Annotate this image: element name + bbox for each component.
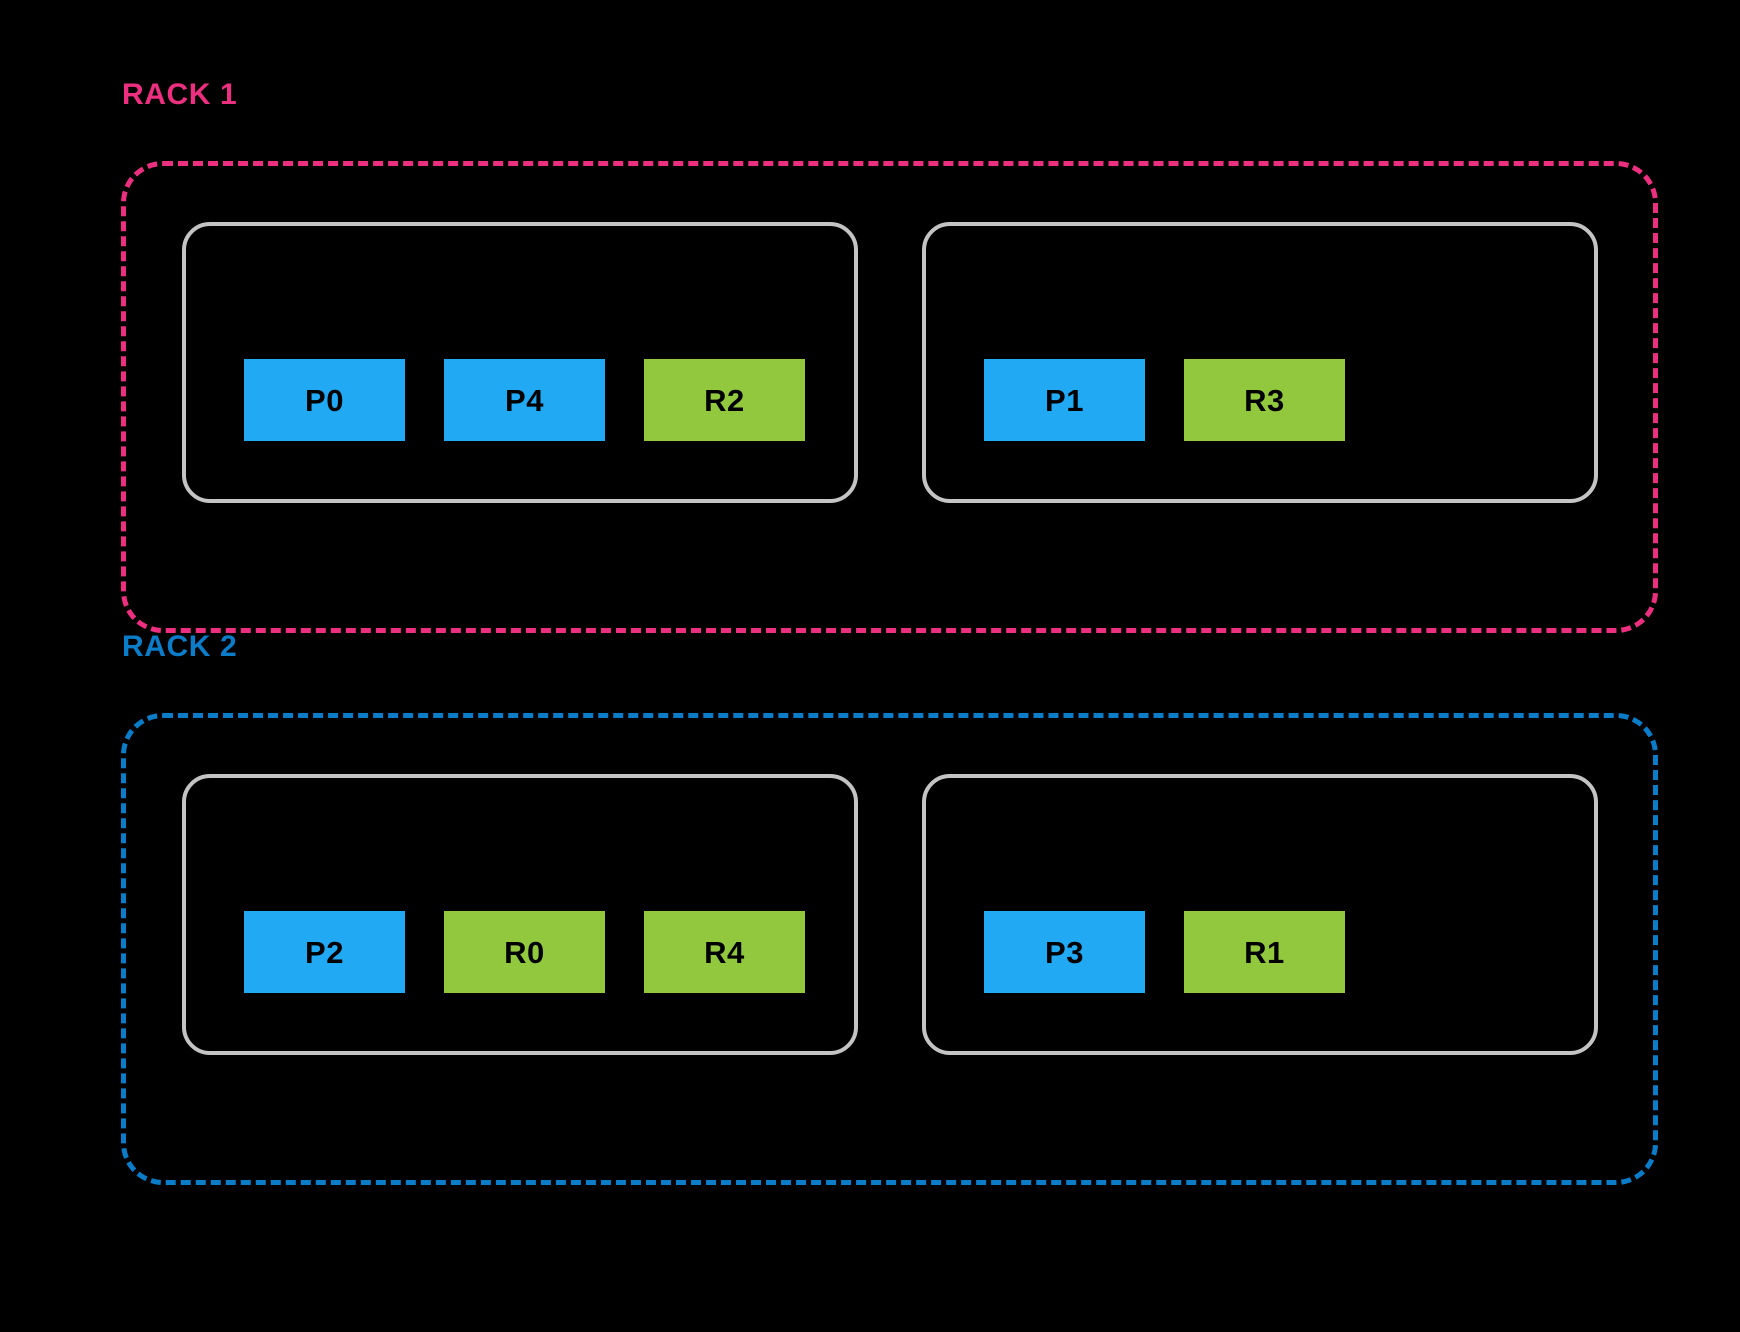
rack-2-label: RACK 2	[122, 630, 238, 663]
chip-r3[interactable]: R3	[1184, 359, 1345, 441]
chip-p4[interactable]: P4	[444, 359, 605, 441]
chip-p3[interactable]: P3	[984, 911, 1145, 993]
chip-p2[interactable]: P2	[244, 911, 405, 993]
rack-2-node-a: P2 R0 R4	[182, 774, 858, 1055]
rack-2-node-b-chip-row: P3 R1	[984, 911, 1345, 993]
rack-1-node-b-chip-row: P1 R3	[984, 359, 1345, 441]
chip-r0[interactable]: R0	[444, 911, 605, 993]
chip-p0[interactable]: P0	[244, 359, 405, 441]
rack-1-label: RACK 1	[122, 78, 238, 111]
rack-1-node-b: P1 R3	[922, 222, 1598, 503]
rack-2-boundary	[121, 713, 1658, 1185]
chip-r4[interactable]: R4	[644, 911, 805, 993]
chip-r1[interactable]: R1	[1184, 911, 1345, 993]
rack-1-boundary	[121, 161, 1658, 633]
rack-2-node-a-chip-row: P2 R0 R4	[244, 911, 805, 993]
rack-1-node-a: P0 P4 R2	[182, 222, 858, 503]
rack-2-node-b: P3 R1	[922, 774, 1598, 1055]
chip-p1[interactable]: P1	[984, 359, 1145, 441]
chip-r2[interactable]: R2	[644, 359, 805, 441]
rack-1-node-a-chip-row: P0 P4 R2	[244, 359, 805, 441]
